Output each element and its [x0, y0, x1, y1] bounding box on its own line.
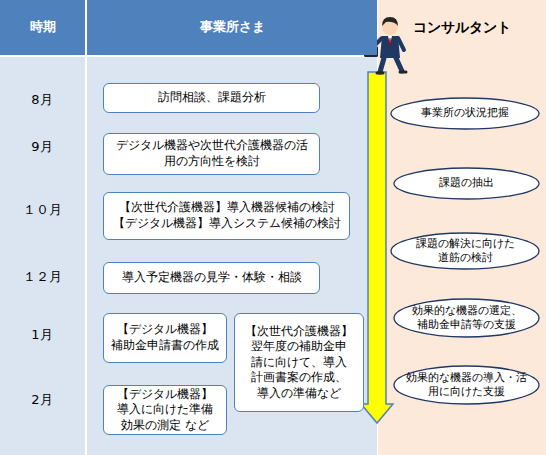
arm [398, 38, 404, 50]
office-column [87, 57, 377, 455]
process-box: 【次世代介護機器】導入機器候補の検討【デジタル機器】導入システム候補の検討 [103, 192, 350, 240]
consultant-column [378, 0, 546, 455]
process-box: デジタル機器や次世代介護機器の活用の方向性を検討 [103, 133, 320, 175]
task-ellipse: 効果的な機器の導入・活用に向けた支援 [393, 365, 540, 405]
node-text: 効果的な機器の選定、補助金申請等の支援 [408, 304, 526, 333]
header-cell: 事業所さま [87, 0, 377, 55]
node-text: 【次世代介護機器】 [245, 324, 353, 340]
node-text: 時期 [30, 19, 56, 36]
tie [389, 38, 391, 46]
node-text: デジタル機器や次世代介護機器の活用の方向性を検討 [116, 138, 308, 169]
ellipse-shape [391, 233, 539, 269]
node-text: 【デジタル機器】 [117, 322, 213, 338]
header-cell: 時期 [0, 0, 85, 55]
legs [380, 58, 402, 72]
node-text: 訪問相談、課題分析 [158, 90, 266, 106]
node-text: 導入予定機器の見学・体験・相談 [122, 270, 302, 286]
process-box: 訪問相談、課題分析 [103, 83, 320, 113]
month-label: 8月 [31, 91, 52, 109]
ellipse-shape [394, 168, 539, 199]
node-text: コンサルタント [413, 18, 511, 36]
node-text: 補助金申請書の作成 [111, 338, 219, 354]
process-box: 【デジタル機器】補助金申請書の作成 [103, 313, 227, 363]
process-box: 【デジタル機器】導入に向けた準備 効果の測定 など [103, 385, 227, 435]
ellipse-shape [394, 366, 539, 404]
node-text: 効果的な機器の導入・活用に向けた支援 [405, 371, 529, 400]
ellipse-shape [394, 299, 539, 337]
ellipse-shape [391, 98, 539, 129]
node-text: 【次世代介護機器】導入機器候補の検討 [119, 200, 335, 216]
month-label: １０月 [23, 201, 62, 219]
node-text: 課題の解決に向けた道筋の検討 [413, 237, 517, 266]
process-box: 導入予定機器の見学・体験・相談 [103, 262, 320, 294]
node-text: 導入に向けた準備 効果の測定 など [115, 402, 215, 433]
task-ellipse: 課題の抽出 [393, 167, 540, 200]
node-text: 課題の抽出 [439, 176, 494, 190]
task-ellipse: 効果的な機器の選定、補助金申請等の支援 [393, 298, 540, 338]
task-ellipse: 課題の解決に向けた道筋の検討 [390, 232, 540, 270]
month-label: 9月 [31, 138, 52, 156]
node-text: 【デジタル機器】 [117, 387, 213, 403]
period-column [0, 57, 85, 455]
node-text: 【デジタル機器】導入システム候補の検討 [113, 216, 341, 232]
month-label: １２月 [23, 268, 62, 286]
timeline-arrow [361, 72, 393, 423]
node-text: 事業所さま [200, 19, 265, 36]
hair [382, 17, 398, 26]
task-ellipse: 事業所の状況把握 [390, 97, 540, 130]
header-cell: コンサルタント [378, 0, 546, 55]
process-box: 【次世代介護機器】翌年度の補助金申請に向けて、導入計画書案の作成、導入の準備など [234, 313, 364, 412]
month-label: 1月 [31, 326, 52, 344]
node-text: 事業所の状況把握 [421, 106, 509, 120]
node-text: 翌年度の補助金申請に向けて、導入計画書案の作成、導入の準備など [249, 339, 349, 401]
shoes [377, 72, 406, 73]
month-label: 2月 [31, 391, 52, 409]
